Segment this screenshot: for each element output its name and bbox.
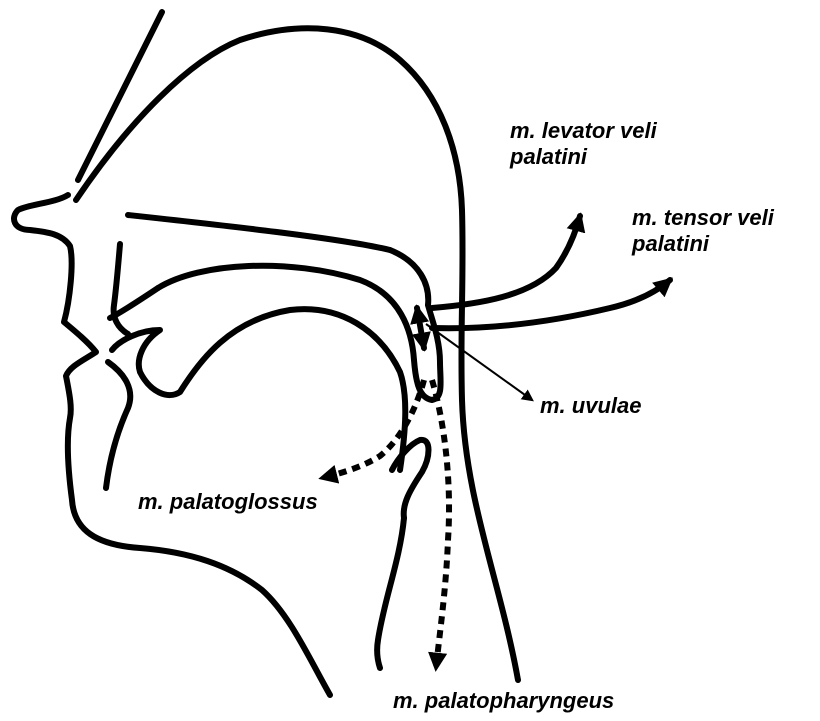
label-levator-line1: m. levator veli (510, 118, 657, 144)
label-palatoglossus: m. palatoglossus (138, 489, 318, 515)
label-uvulae-text: m. uvulae (540, 393, 641, 419)
laryngopharynx-anterior-wall (377, 518, 404, 668)
label-levator-veli-palatini: m. levator veli palatini (510, 118, 657, 170)
velum-upper-surface (390, 250, 428, 305)
label-palatoglossus-text: m. palatoglossus (138, 489, 318, 515)
upper-lip-inner (114, 244, 128, 334)
label-palatopharyngeus-text: m. palatopharyngeus (393, 688, 614, 714)
label-palatopharyngeus: m. palatopharyngeus (393, 688, 614, 714)
nasal-bone-line (78, 12, 162, 180)
face-profile-outline (14, 195, 330, 695)
hard-palate (128, 215, 390, 250)
lower-lip-jaw (106, 362, 130, 488)
velum-uvula (158, 266, 441, 400)
palatopharyngeus-dotted-arrow (432, 380, 449, 668)
label-tensor-line2: palatini (632, 231, 774, 257)
levator-veli-palatini-arrow (432, 216, 580, 308)
palatoglossus-dotted-arrow (322, 380, 424, 478)
label-uvulae: m. uvulae (540, 393, 641, 419)
tongue-surface (112, 309, 405, 470)
uvula-movement-arrow (417, 308, 424, 348)
label-levator-line2: palatini (510, 144, 657, 170)
label-tensor-veli-palatini: m. tensor veli palatini (632, 205, 774, 257)
epiglottis (392, 440, 429, 518)
label-tensor-line1: m. tensor veli (632, 205, 774, 231)
